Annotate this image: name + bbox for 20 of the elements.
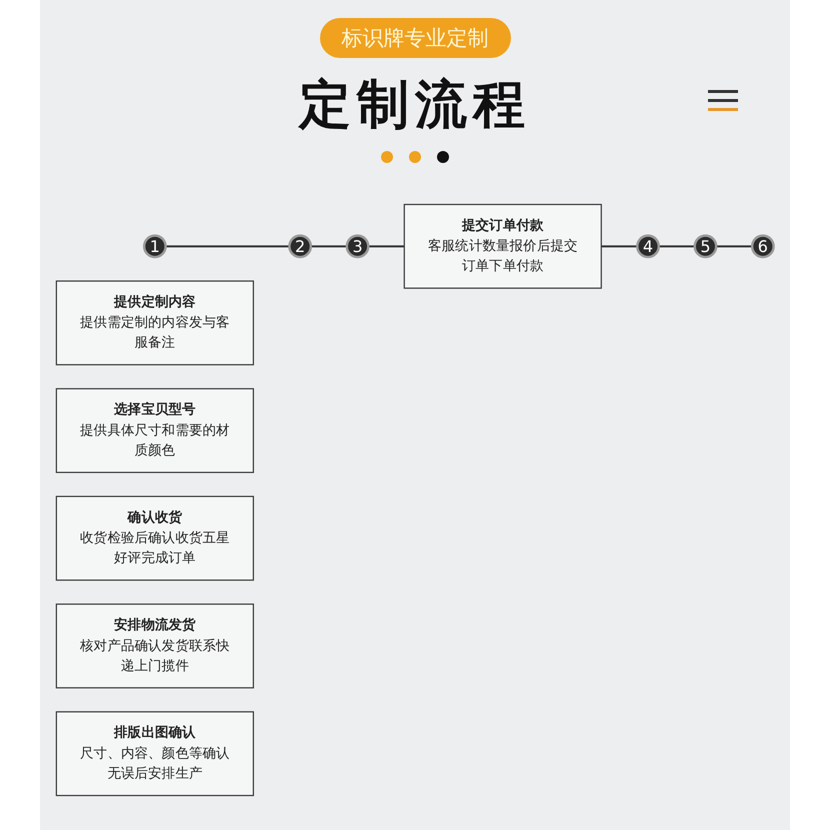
node-box: 确认收货 收货检验后确认收货五星好评完成订单 xyxy=(56,496,254,581)
node-box: 提供定制内容 提供需定制的内容发与客服备注 xyxy=(56,280,254,366)
title: 定制流程 xyxy=(299,74,531,137)
node-box: 安排物流发货 核对产品确认发货联系快递上门揽件 xyxy=(56,604,254,688)
connector xyxy=(658,245,695,248)
heading-tag: 标识牌专业定制 xyxy=(320,18,510,58)
node-circle: 4 xyxy=(636,234,660,258)
node-box: 排版出图确认 尺寸、内容、颜色等确认无误后安排生产 xyxy=(56,711,254,796)
node-circle: 6 xyxy=(750,234,775,258)
node-circle: 3 xyxy=(346,234,370,258)
node-box: 提交订单付款 客服统计数量报价后提交订单下单付款 xyxy=(404,204,602,289)
connector xyxy=(166,245,290,248)
connector xyxy=(368,245,404,248)
node-circle: 1 xyxy=(143,234,167,258)
connector xyxy=(601,245,638,248)
connector xyxy=(310,245,347,248)
node-circle: 2 xyxy=(288,234,312,258)
node-box: 选择宝贝型号 提供具体尺寸和需要的材质颜色 xyxy=(56,388,254,474)
node-circle: 5 xyxy=(694,234,718,258)
connector xyxy=(716,245,752,248)
